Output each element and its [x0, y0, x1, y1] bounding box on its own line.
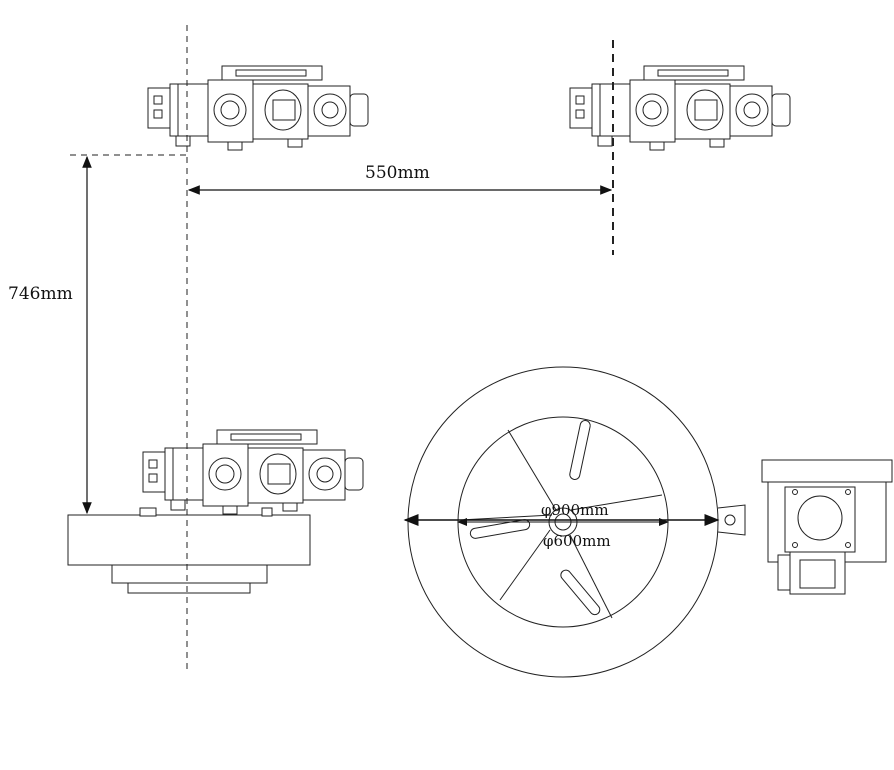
dimension-label-vertical: 746mm: [8, 284, 73, 304]
robot-top-right: [569, 65, 791, 151]
dimension-label-horizontal: 550mm: [365, 163, 430, 183]
dimension-label-outer-diameter: φ900mm: [541, 501, 609, 519]
robot-top-left: [147, 65, 369, 151]
dimension-label-inner-diameter: φ600mm: [543, 532, 611, 550]
robot-bottom: [142, 429, 364, 515]
drive-motor-unit: [761, 459, 893, 595]
rotary-base-side-view: [67, 507, 311, 594]
